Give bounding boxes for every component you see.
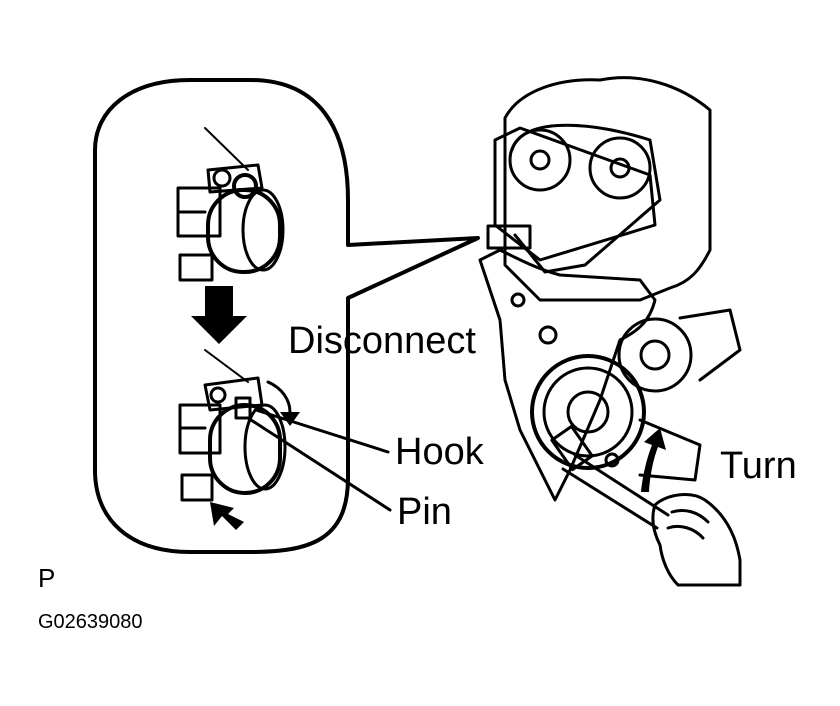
hook-leader-line	[254, 408, 390, 454]
view-code-label: P	[38, 563, 56, 593]
turn-arrow-icon	[641, 428, 666, 492]
arrows	[191, 286, 666, 530]
down-arrow-icon	[191, 286, 247, 344]
detail-callout-outline	[93, 78, 480, 554]
hook-rotation-arrowhead-icon	[280, 412, 300, 426]
hand-holding-wrench	[651, 493, 742, 587]
hook-rotation-arrow	[266, 380, 292, 414]
wrench	[550, 424, 670, 530]
pin-leader-line	[246, 416, 392, 512]
pin-label: Pin	[397, 491, 452, 533]
push-arrow-icon	[210, 502, 244, 530]
engine-front-drawing	[478, 76, 742, 502]
tensioner-hook-released	[178, 349, 292, 502]
disconnect-label: Disconnect	[288, 320, 476, 362]
hook-label: Hook	[395, 431, 484, 473]
figure-id-label: G02639080	[38, 611, 143, 633]
tensioner-hook-engaged	[176, 127, 285, 282]
turn-label: Turn	[720, 445, 797, 487]
